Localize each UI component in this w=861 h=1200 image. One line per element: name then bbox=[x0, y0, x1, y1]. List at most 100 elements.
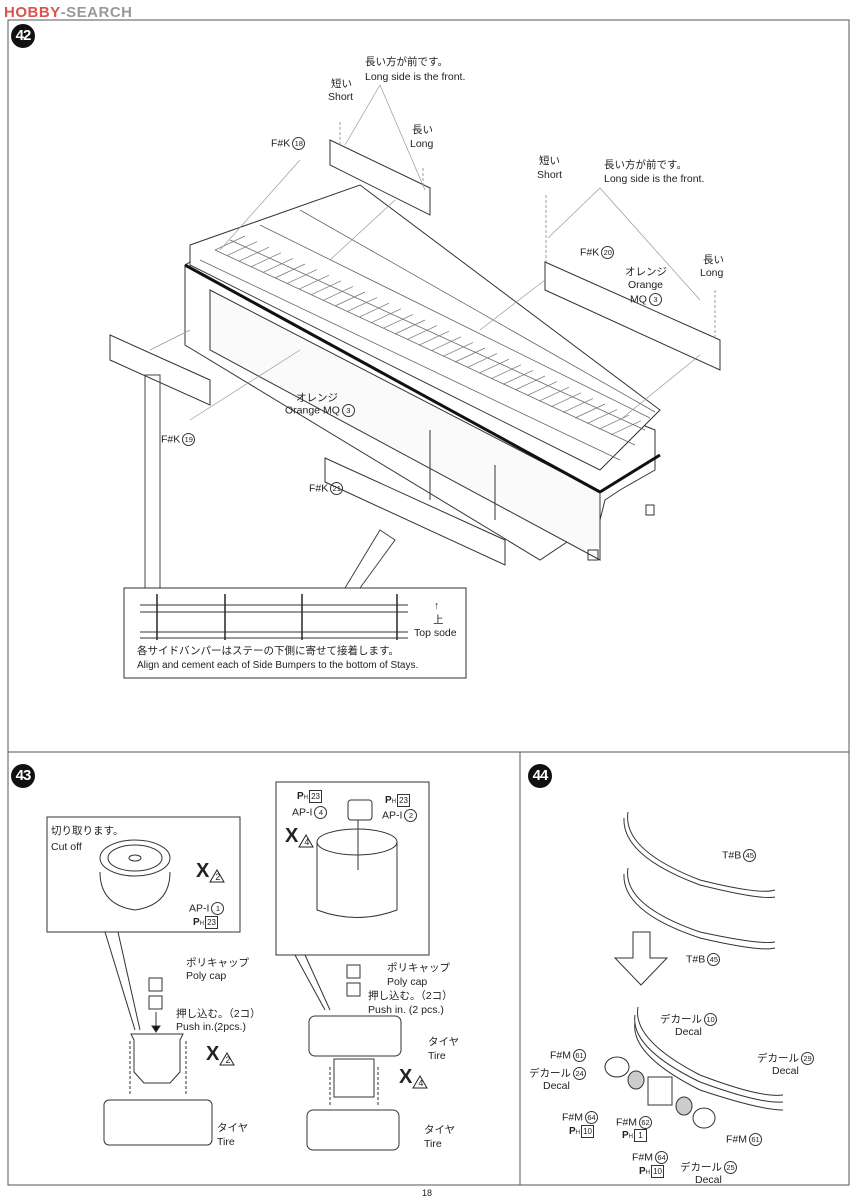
up-label-jp: 上 bbox=[433, 614, 444, 626]
bed-rung bbox=[358, 302, 390, 318]
panel-fk19 bbox=[109, 334, 211, 406]
bed-rung bbox=[334, 291, 366, 307]
step-number-42: 42 bbox=[11, 24, 35, 48]
front-note-en-right: Long side is the front. bbox=[604, 173, 705, 185]
tire-en-right-top: Tire bbox=[428, 1050, 446, 1062]
bed-rung bbox=[598, 414, 630, 430]
bed-rung bbox=[574, 403, 606, 419]
bed-rung bbox=[454, 347, 486, 363]
step44-frame bbox=[519, 751, 850, 1186]
polycap-jp-right: ポリキャップ bbox=[387, 962, 450, 974]
bed-rung bbox=[262, 258, 294, 273]
orange-en-right: Orange bbox=[628, 279, 664, 291]
short-label-en-right: Short bbox=[537, 169, 563, 181]
tire-jp-right-top: タイヤ bbox=[428, 1036, 460, 1048]
panel-fk20 bbox=[544, 261, 721, 371]
bed-rung bbox=[382, 314, 414, 329]
decal10-en: Decal bbox=[675, 1026, 702, 1038]
long-label-en: Long bbox=[410, 138, 434, 150]
bed-rung bbox=[442, 342, 474, 357]
bumper-drawings-44 bbox=[604, 811, 784, 1129]
front-note-jp: 長い方が前です。 bbox=[365, 56, 448, 68]
front-note-jp-right: 長い方が前です。 bbox=[604, 159, 687, 171]
bed-rung bbox=[346, 297, 378, 312]
bed-rung bbox=[430, 336, 462, 352]
long-label-en-right: Long bbox=[700, 267, 724, 279]
bed-rung bbox=[418, 330, 450, 346]
tire-en-left: Tire bbox=[217, 1136, 235, 1148]
bed-rung bbox=[562, 398, 594, 413]
push-en-left: Push in.(2pcs.) bbox=[176, 1021, 247, 1033]
watermark: HOBBY-SEARCH bbox=[4, 4, 133, 21]
tire-en-right-bottom: Tire bbox=[424, 1138, 442, 1150]
step-number-44: 44 bbox=[528, 764, 552, 788]
short-label-en: Short bbox=[328, 91, 354, 103]
bed-rung bbox=[478, 358, 510, 374]
side-bumper-callout bbox=[123, 374, 467, 679]
bed-rung bbox=[526, 381, 558, 396]
bed-rung bbox=[322, 286, 354, 301]
short-label-jp: 短い bbox=[331, 78, 352, 90]
bed-rung bbox=[310, 280, 342, 296]
tire-jp-left: タイヤ bbox=[217, 1122, 249, 1134]
callout-note-en: Align and cement each of Side Bumpers to… bbox=[137, 660, 419, 671]
truck-body-drawing bbox=[184, 184, 661, 561]
bed-rung bbox=[394, 319, 426, 335]
orange-jp-left: オレンジ bbox=[296, 392, 338, 404]
polycap-en-right: Poly cap bbox=[387, 976, 428, 988]
polycap-en-left: Poly cap bbox=[186, 970, 227, 982]
long-label-jp: 長い bbox=[412, 124, 433, 136]
panel-fk18 bbox=[329, 139, 431, 216]
bed-rung bbox=[238, 246, 270, 262]
bed-rung bbox=[406, 325, 438, 340]
orange-jp-right: オレンジ bbox=[625, 266, 667, 278]
bed-rung bbox=[214, 235, 246, 251]
push-en-right: Push in. (2 pcs.) bbox=[368, 1004, 444, 1016]
up-arrow-icon: ↑ bbox=[434, 600, 440, 612]
polycap-jp-left: ポリキャップ bbox=[186, 957, 249, 969]
down-arrow-icon bbox=[613, 931, 669, 986]
wheel-drawings-43 bbox=[46, 781, 430, 1151]
bed-rung bbox=[370, 308, 402, 324]
bed-rung bbox=[514, 375, 546, 391]
decal25-en: Decal bbox=[695, 1174, 722, 1186]
bed-rung bbox=[586, 409, 618, 424]
bed-rung bbox=[274, 263, 306, 279]
bed-rung bbox=[538, 386, 570, 402]
front-note-en: Long side is the front. bbox=[365, 71, 466, 83]
cut-off-jp: 切り取ります。 bbox=[51, 825, 124, 837]
decal29-en: Decal bbox=[772, 1065, 799, 1077]
bed-rung bbox=[610, 420, 642, 436]
callout-note-jp: 各サイドバンパーはステーの下側に寄せて接着します。 bbox=[137, 645, 399, 657]
bed-rung bbox=[286, 269, 318, 284]
bed-rung bbox=[250, 252, 282, 268]
bed-rung bbox=[550, 392, 582, 408]
bed-rung bbox=[466, 353, 498, 368]
